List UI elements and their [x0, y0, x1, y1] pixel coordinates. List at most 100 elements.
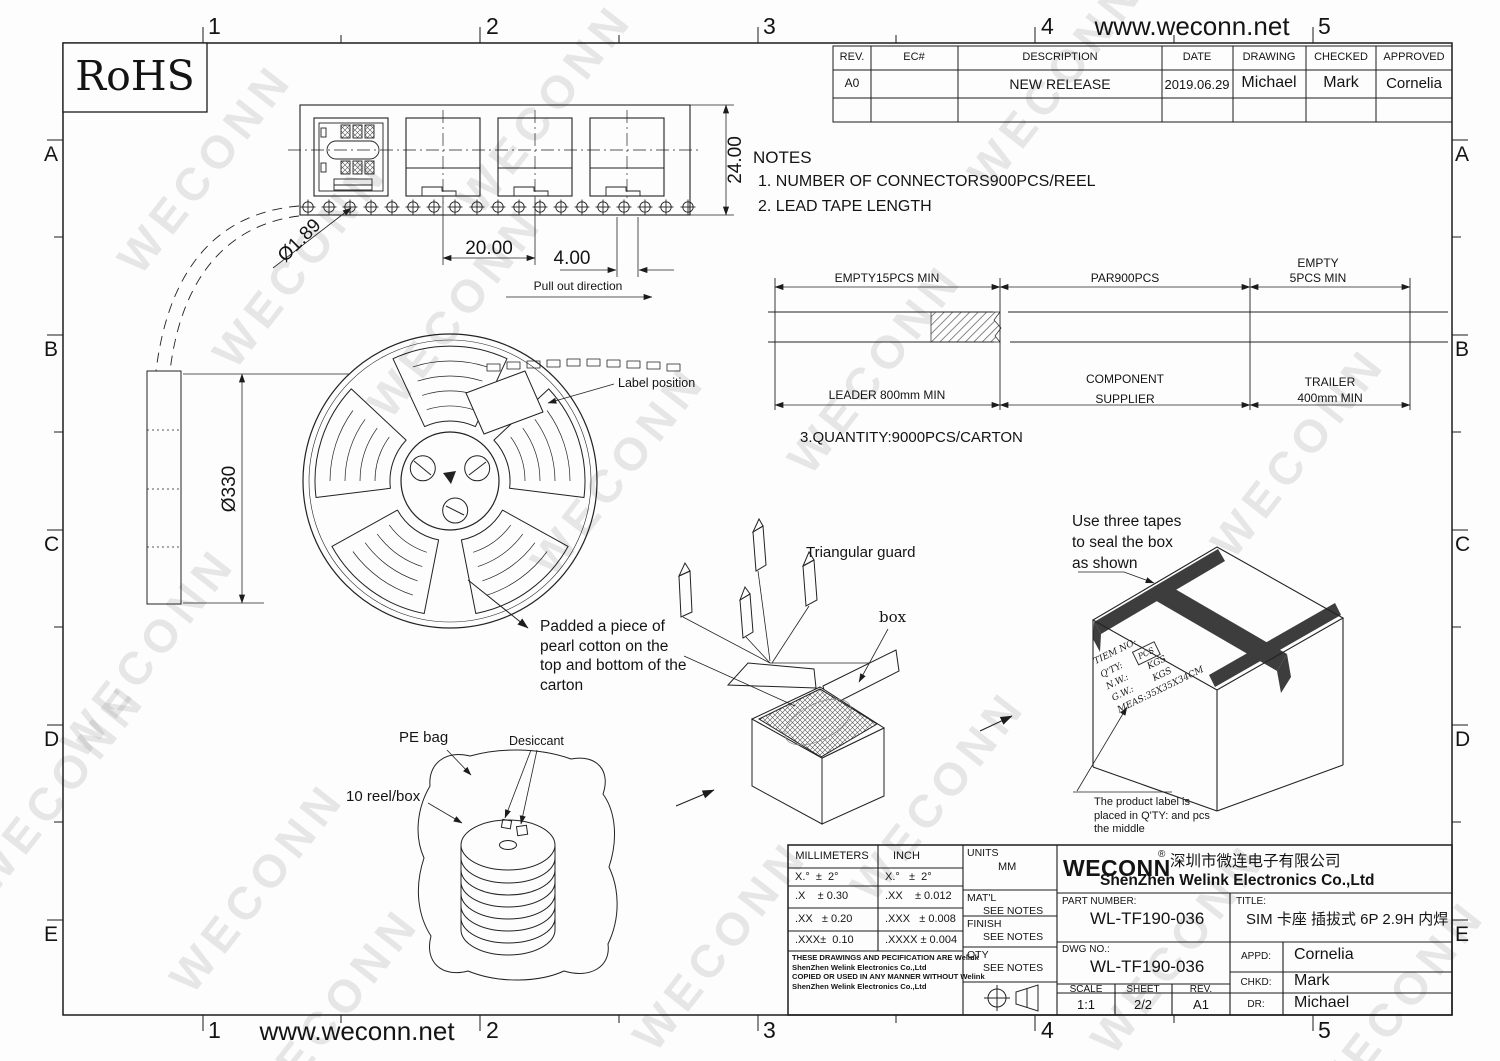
- rev-cell-rev: A0: [844, 76, 860, 90]
- pull-direction-label: Pull out direction: [533, 279, 623, 293]
- zone-letter-left: E: [44, 923, 59, 946]
- seal-tape-note: Use three tapes to seal the box as shown: [1072, 513, 1182, 572]
- company-name-en: ShenZhen Welink Electronics Co.,Ltd: [1100, 872, 1375, 889]
- dim-tape-width: 24.00: [724, 136, 746, 184]
- tape-length-diagram: [768, 278, 1448, 410]
- rev-cell-description: NEW RELEASE: [1009, 76, 1111, 92]
- chkd-label: CHKD:: [1240, 977, 1272, 988]
- segment-empty-trailer: EMPTY 5PCS MIN: [1289, 256, 1347, 285]
- dwg-no-value: WL-TF190-036: [1090, 957, 1205, 976]
- rev-col-header: EC#: [903, 51, 925, 63]
- scale-label: SCALE: [1069, 984, 1103, 995]
- revision-table-grid: [832, 45, 1453, 123]
- pe-bag-drawing: [417, 749, 618, 981]
- tolerance-mm-row: X.° ± 2°: [795, 871, 839, 883]
- segment-parts: PAR900PCS: [1090, 271, 1160, 285]
- rev-cell-approved: Cornelia: [1386, 75, 1442, 92]
- brand-logo-text: WECONN: [1063, 855, 1171, 881]
- note-item-3: 3.QUANTITY:9000PCS/CARTON: [800, 429, 1023, 446]
- label-position-callout: Label position: [618, 376, 696, 390]
- product-label-note: The product label is placed in Q'TY: and…: [1094, 796, 1210, 835]
- rev-col-header: DRAWING: [1242, 51, 1296, 63]
- zone-letter-right: D: [1455, 728, 1471, 751]
- tolerance-mm-row: .XXX± 0.10: [795, 934, 854, 946]
- rev-cell-drawing: Michael: [1241, 74, 1297, 91]
- title-value: SIM 卡座 插拔式 6P 2.9H 内焊: [1246, 911, 1449, 928]
- zone-number-top: 3: [763, 13, 776, 39]
- segment-empty-leader: EMPTY15PCS MIN: [834, 271, 940, 285]
- tolerance-mm-row: .XX ± 0.20: [795, 913, 853, 925]
- zone-number-top: 4: [1041, 13, 1054, 39]
- matl-label: MAT'L: [967, 892, 997, 904]
- tolerance-inch-row: .XXX ± 0.008: [885, 913, 956, 925]
- desiccant-label: Desiccant: [509, 734, 564, 748]
- zone-letter-left: A: [44, 143, 59, 166]
- zone-letter-left: D: [44, 728, 60, 751]
- appd-label: APPD:: [1240, 951, 1272, 962]
- units-value: MM: [998, 861, 1017, 873]
- zone-letter-left: C: [44, 533, 60, 556]
- finish-value: SEE NOTES: [983, 931, 1044, 943]
- chkd-value: Mark: [1294, 972, 1330, 989]
- rev-col-header: APPROVED: [1383, 51, 1445, 63]
- zone-number-bottom: 1: [208, 1017, 221, 1043]
- sheet-label: SHEET: [1126, 984, 1160, 995]
- zone-number-bottom: 5: [1318, 1017, 1331, 1043]
- rev-col-header: REV.: [839, 51, 865, 63]
- disclaimer-text: THESE DRAWINGS AND PECIFICATION ARE Weli…: [792, 953, 985, 991]
- units-label: UNITS: [967, 847, 999, 859]
- part-number-label: PART NUMBER:: [1062, 896, 1137, 907]
- reel-front-view: [302, 333, 681, 629]
- rev-col-header: DATE: [1182, 51, 1212, 63]
- dim-pocket-pitch: 20.00: [465, 238, 513, 259]
- segment-trailer-length: TRAILER 400mm MIN: [1297, 375, 1363, 405]
- finish-label: FINISH: [967, 918, 1002, 930]
- dim-reel-diameter: Ø330: [218, 465, 240, 513]
- sealed-carton-drawing: [1073, 546, 1345, 812]
- rev-label: REV.: [1189, 984, 1213, 995]
- rohs-label: RoHS: [75, 52, 195, 100]
- rev-cell-checked: Mark: [1323, 74, 1359, 91]
- zone-letter-right: B: [1455, 338, 1470, 361]
- dr-label: DR:: [1247, 999, 1265, 1010]
- qty-label: QTY: [967, 949, 989, 961]
- tolerance-inch-row: .XX ± 0.012: [885, 890, 952, 902]
- zone-number-bottom: 3: [763, 1017, 776, 1043]
- zone-letter-left: B: [44, 338, 59, 361]
- rev-cell-date: 2019.06.29: [1164, 77, 1230, 92]
- dwg-no-label: DWG NO.:: [1062, 944, 1110, 955]
- padded-cotton-note: Padded a piece of pearl cotton on the to…: [540, 618, 687, 694]
- rev-value: A1: [1193, 997, 1209, 1012]
- title-block-grid: [787, 844, 1453, 1016]
- top-url: www.weconn.net: [1094, 11, 1290, 41]
- notes-heading: NOTES: [753, 148, 812, 167]
- reels-per-box-label: 10 reel/box: [346, 788, 421, 805]
- tolerance-inch-row: .XXXX ± 0.004: [885, 934, 958, 946]
- dr-value: Michael: [1294, 994, 1350, 1011]
- matl-value: SEE NOTES: [983, 905, 1044, 917]
- rohs-box: [62, 42, 208, 113]
- qty-value: SEE NOTES: [983, 962, 1044, 974]
- zone-letter-right: E: [1455, 923, 1470, 946]
- tolerance-header-inch: INCH: [893, 850, 920, 862]
- zone-number-top: 2: [486, 13, 499, 39]
- segment-leader-length: LEADER 800mm MIN: [828, 388, 946, 402]
- zone-letter-right: C: [1455, 533, 1471, 556]
- zone-number-top: 5: [1318, 13, 1331, 39]
- frame-ticks: [47, 27, 1468, 1031]
- triangular-guard-label: Triangular guard: [806, 544, 916, 561]
- company-name-cn: 深圳市微连电子有限公司: [1170, 853, 1341, 870]
- registered-mark: ®: [1158, 849, 1166, 860]
- zone-number-bottom: 2: [486, 1017, 499, 1043]
- tolerance-header-mm: MILLIMETERS: [795, 850, 869, 862]
- note-item-2: 2. LEAD TAPE LENGTH: [758, 198, 932, 215]
- sheet-value: 2/2: [1133, 997, 1153, 1012]
- dim-hole-pitch: 4.00: [553, 248, 591, 269]
- pe-bag-label: PE bag: [399, 729, 449, 746]
- note-item-1: 1. NUMBER OF CONNECTORS900PCS/REEL: [758, 173, 1096, 190]
- tolerance-inch-row: X.° ± 2°: [885, 871, 932, 883]
- tolerance-mm-row: .X ± 0.30: [795, 890, 849, 902]
- title-label: TITLE:: [1236, 896, 1267, 907]
